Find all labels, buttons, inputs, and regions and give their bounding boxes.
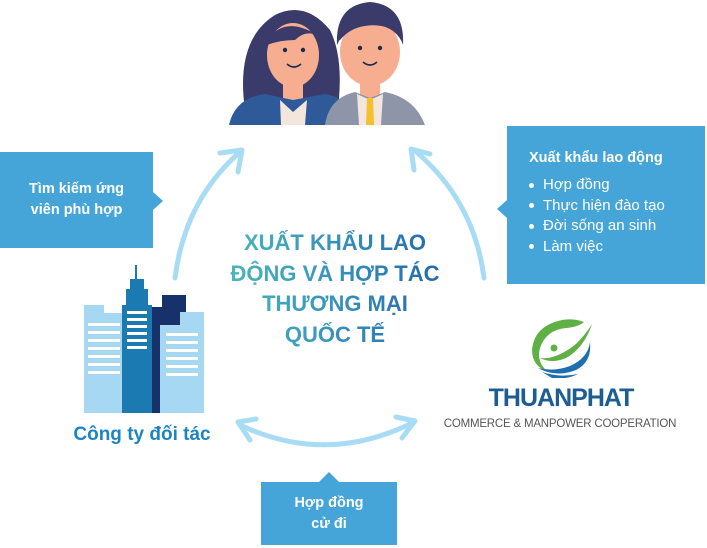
labor-export-box: Xuất khẩu lao động Hợp đồng Thực hiện đà…: [497, 126, 705, 284]
arrow-up-right-icon: [411, 147, 487, 281]
arrow-bottom-double-icon: [237, 421, 413, 448]
list-item: Hợp đồng: [529, 175, 705, 196]
partner-company-label: Công ty đối tác: [73, 424, 211, 445]
logo-name: THUANPHAT: [488, 384, 635, 412]
center-title-line: ĐỘNG VÀ HỢP TÁC: [230, 260, 440, 286]
find-candidates-box: Tìm kiếm ứng viên phù hợp: [0, 152, 163, 248]
logo-tagline: COMMERCE & MANPOWER COOPERATION: [443, 418, 677, 430]
bullet-icon: [529, 244, 534, 250]
labor-export-title: Xuất khẩu lao động: [529, 150, 663, 166]
bullet-icon: [529, 182, 534, 188]
bottom-box-line-2: cử đi: [311, 515, 347, 532]
list-item: Làm việc: [529, 237, 705, 258]
list-item: Thực hiện đào tạo: [529, 196, 705, 217]
center-title: XUẤT KHẨU LAO ĐỘNG VÀ HỢP TÁC THƯƠNG MẠI…: [205, 228, 465, 350]
bottom-box-line-1: Hợp đồng: [294, 494, 364, 511]
arrow-up-left-icon: [172, 149, 243, 281]
thuanphat-logo-icon: [532, 319, 592, 378]
center-title-line: XUẤT KHẨU LAO: [243, 230, 427, 255]
center-title-line: THƯƠNG MẠI: [262, 291, 408, 316]
dispatch-contract-box: Hợp đồng cử đi: [261, 472, 397, 545]
bullet-icon: [529, 223, 534, 229]
center-title-line: QUỐC TẾ: [284, 321, 386, 347]
left-box-line-2: viên phù hợp: [30, 202, 123, 218]
list-item: Đời sống an sinh: [529, 216, 705, 237]
labor-export-list: Hợp đồng Thực hiện đào tạo Đời sống an s…: [529, 175, 705, 257]
left-box-line-1: Tìm kiếm ứng: [28, 181, 125, 197]
bullet-icon: [529, 203, 534, 209]
people-illustration-icon: [229, 2, 425, 125]
office-buildings-icon: [84, 265, 204, 413]
